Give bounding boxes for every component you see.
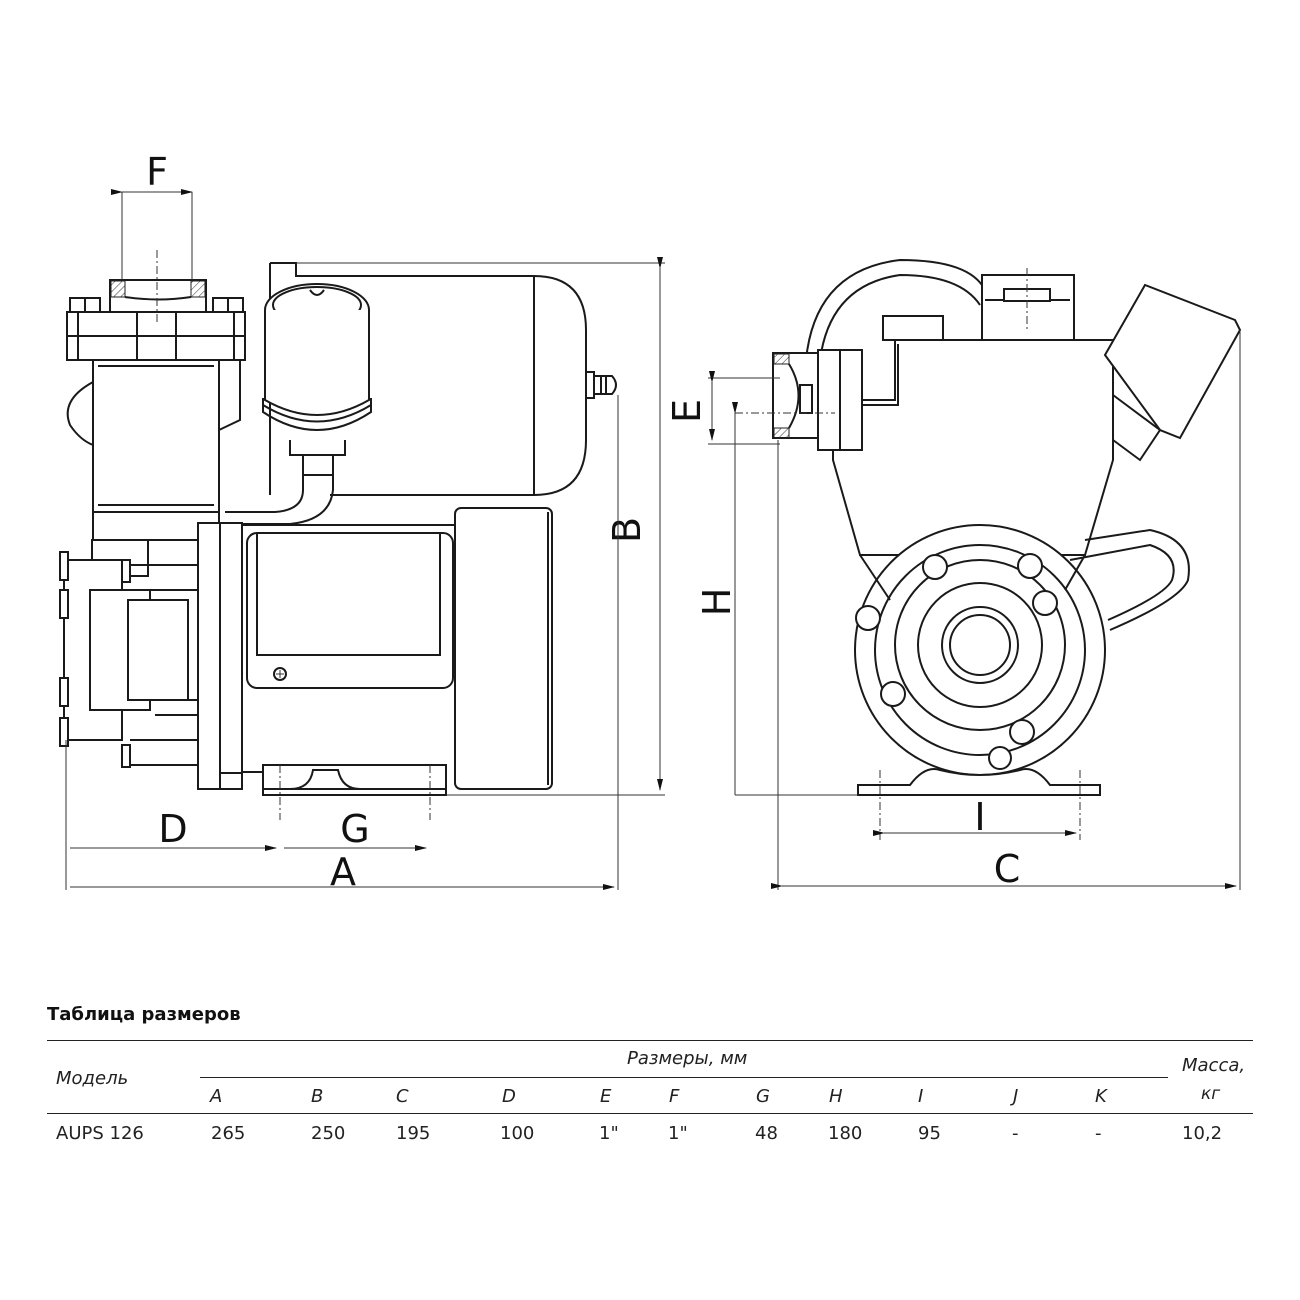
dimension-label-d: D [158,807,187,851]
header-bottom-rule [47,1113,1253,1114]
value-h: 180 [828,1123,863,1144]
pump-housing [59,522,243,790]
column-header-c: C [396,1086,409,1107]
column-header-h: H [829,1086,843,1107]
dimension-d-g-a: D G A [65,395,619,894]
value-b: 250 [311,1123,346,1144]
pressure-switch [225,283,372,525]
mass-header: Масса, [1182,1055,1246,1076]
column-header-g: G [756,1086,770,1107]
column-header-d: D [502,1086,516,1107]
dimension-label-b: B [605,517,649,543]
dimension-f: F [111,150,193,280]
column-header-k: K [1095,1086,1107,1107]
bolt-heads [855,553,1058,770]
dimension-h: H [695,402,858,796]
value-d: 100 [500,1123,535,1144]
dimension-label-f: F [146,150,168,194]
dimension-e: E [665,371,780,445]
column-header-b: B [311,1086,324,1107]
model-cell: AUPS 126 [56,1123,144,1144]
dimensions-subrule [200,1077,1168,1078]
value-e: 1" [599,1123,619,1144]
pump-dimension-drawing: F B D G A [59,150,1242,894]
value-c: 195 [396,1123,431,1144]
dimension-label-c: C [994,847,1021,891]
column-header-f: F [669,1086,680,1107]
column-header-e: E [600,1086,612,1107]
model-header: Модель [56,1068,129,1089]
pressure-tank [269,262,617,496]
dimension-label-g: G [340,807,369,851]
value-j: - [1012,1123,1019,1144]
column-header-i: I [918,1086,924,1107]
dimension-i: I [873,795,1077,839]
value-a: 265 [211,1123,246,1144]
table-top-rule [47,1040,1253,1041]
motor [242,507,553,820]
column-header-j: J [1013,1086,1019,1107]
dimension-label-i: I [974,795,985,839]
value-f: 1" [668,1123,688,1144]
value-i: 95 [918,1123,941,1144]
inlet-body [66,250,246,541]
dimensions-header: Размеры, мм [627,1048,748,1069]
dimension-c: C [771,330,1241,891]
mass-value: 10,2 [1182,1123,1223,1144]
side-view: F B D G A [59,150,665,894]
dimension-b: B [296,257,665,796]
dimension-label-e: E [665,399,709,423]
value-g: 48 [755,1123,778,1144]
mass-unit-header: кг [1201,1084,1221,1104]
dimension-label-h: H [695,588,739,617]
table-title: Таблица размеров [47,1004,241,1025]
dimension-label-a: A [330,850,356,894]
column-header-a: A [210,1086,223,1107]
value-k: - [1095,1123,1102,1144]
front-view: E H I C [665,258,1242,891]
